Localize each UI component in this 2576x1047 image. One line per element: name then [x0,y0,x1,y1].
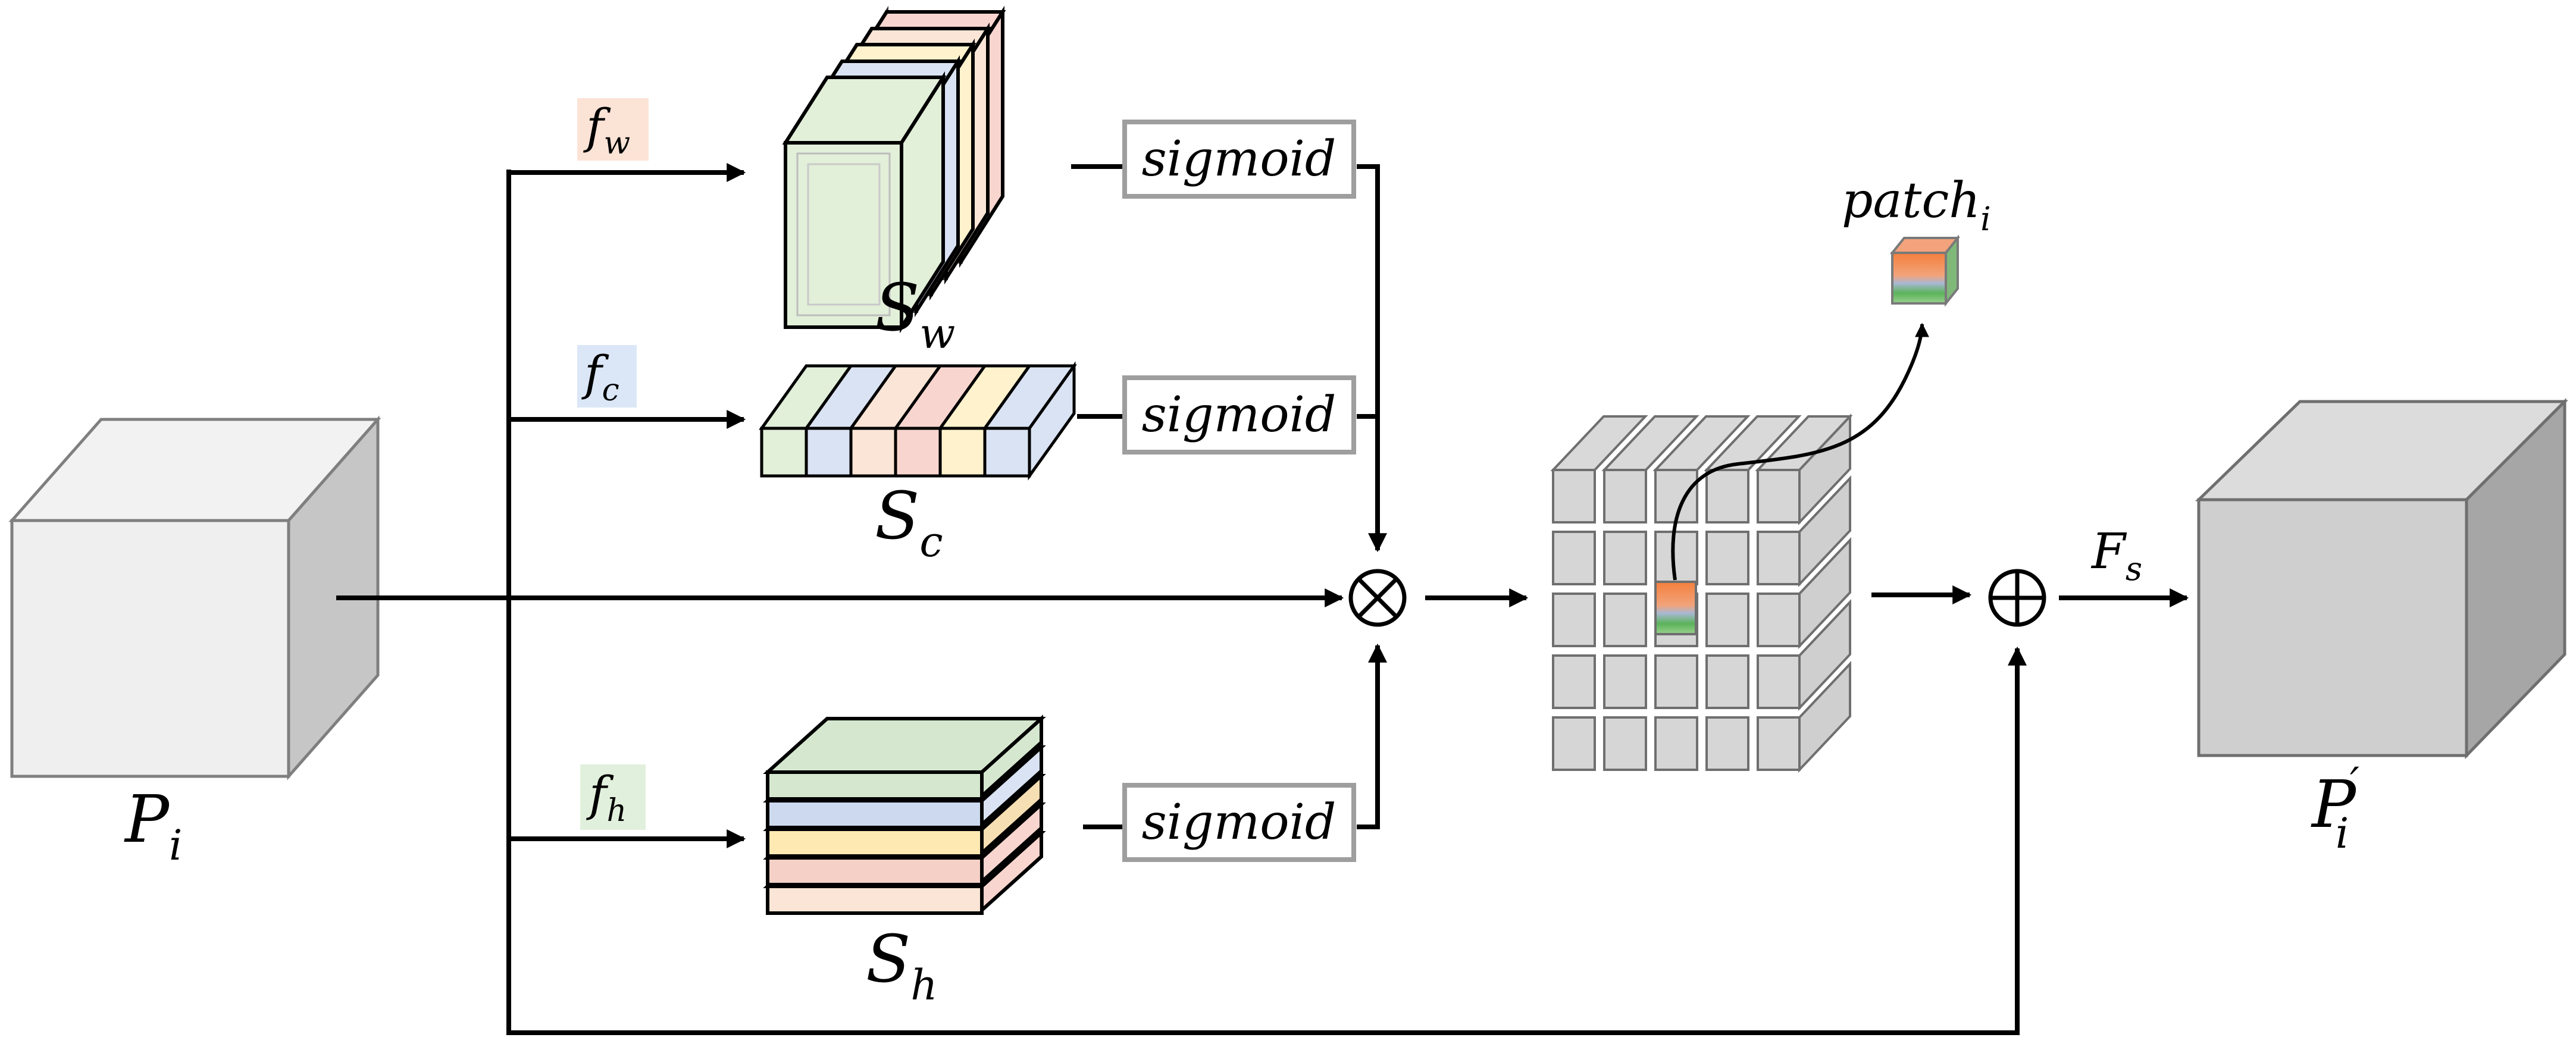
sw-label: Sw [875,269,955,358]
grid-cell [1603,531,1647,585]
add-operator [1988,569,2046,627]
grid-cell [1705,654,1749,709]
grid-cell [1705,593,1749,647]
patch-grid [1550,413,1853,773]
sigmoid-box-2: sigmoid [1122,375,1356,454]
grid-cell [1552,716,1596,771]
svg-text:sigmoid: sigmoid [1142,794,1336,851]
sc-label: Sc [875,478,943,566]
grid-cell [1705,531,1749,585]
svg-text:sigmoid: sigmoid [1142,131,1336,187]
grid-cell [1552,469,1596,524]
sigmoid-box-3: sigmoid [1122,783,1356,862]
grid-cell [1654,716,1698,771]
patch-cube [1889,234,1961,307]
fs-label: Fs [2090,524,2142,588]
grid-cell [1705,716,1749,771]
connectors [336,163,2189,1035]
sc-row [759,361,1077,481]
sw-stack [782,5,1006,334]
multiply-operator [1348,569,1407,627]
sh-label: Sh [866,921,937,1010]
sigmoid-box-1: sigmoid [1122,120,1356,199]
patch-label: patchi [1842,173,1991,238]
grid-cell [1603,716,1647,771]
grid-highlight-patch [1654,581,1697,635]
grid-cell [1552,531,1596,585]
grid-cell [1603,469,1647,524]
svg-text:fw: fw [583,99,630,161]
grid-cell [1552,654,1596,709]
branch-tag-fc: fc [577,345,637,408]
grid-cell [1552,593,1596,647]
grid-cell [1603,654,1647,709]
output-cube [2195,397,2569,760]
grid-cell [1705,469,1749,524]
grid-cell [1757,531,1801,585]
grid-cell [1757,593,1801,647]
svg-text:sigmoid: sigmoid [1142,387,1336,443]
output-label: P′i [2311,758,2359,858]
sh-stack [763,714,1046,915]
grid-cell [1757,654,1801,709]
patch-curve-arrow [1671,322,1929,581]
branch-tag-fw: fw [577,98,649,161]
branch-tag-fh: fh [580,764,646,830]
input-label: Pi [124,781,182,870]
grid-cell [1603,593,1647,647]
input-cube [8,415,381,780]
grid-cell [1757,469,1801,524]
grid-cell [1654,654,1698,709]
grid-cell [1757,716,1801,771]
